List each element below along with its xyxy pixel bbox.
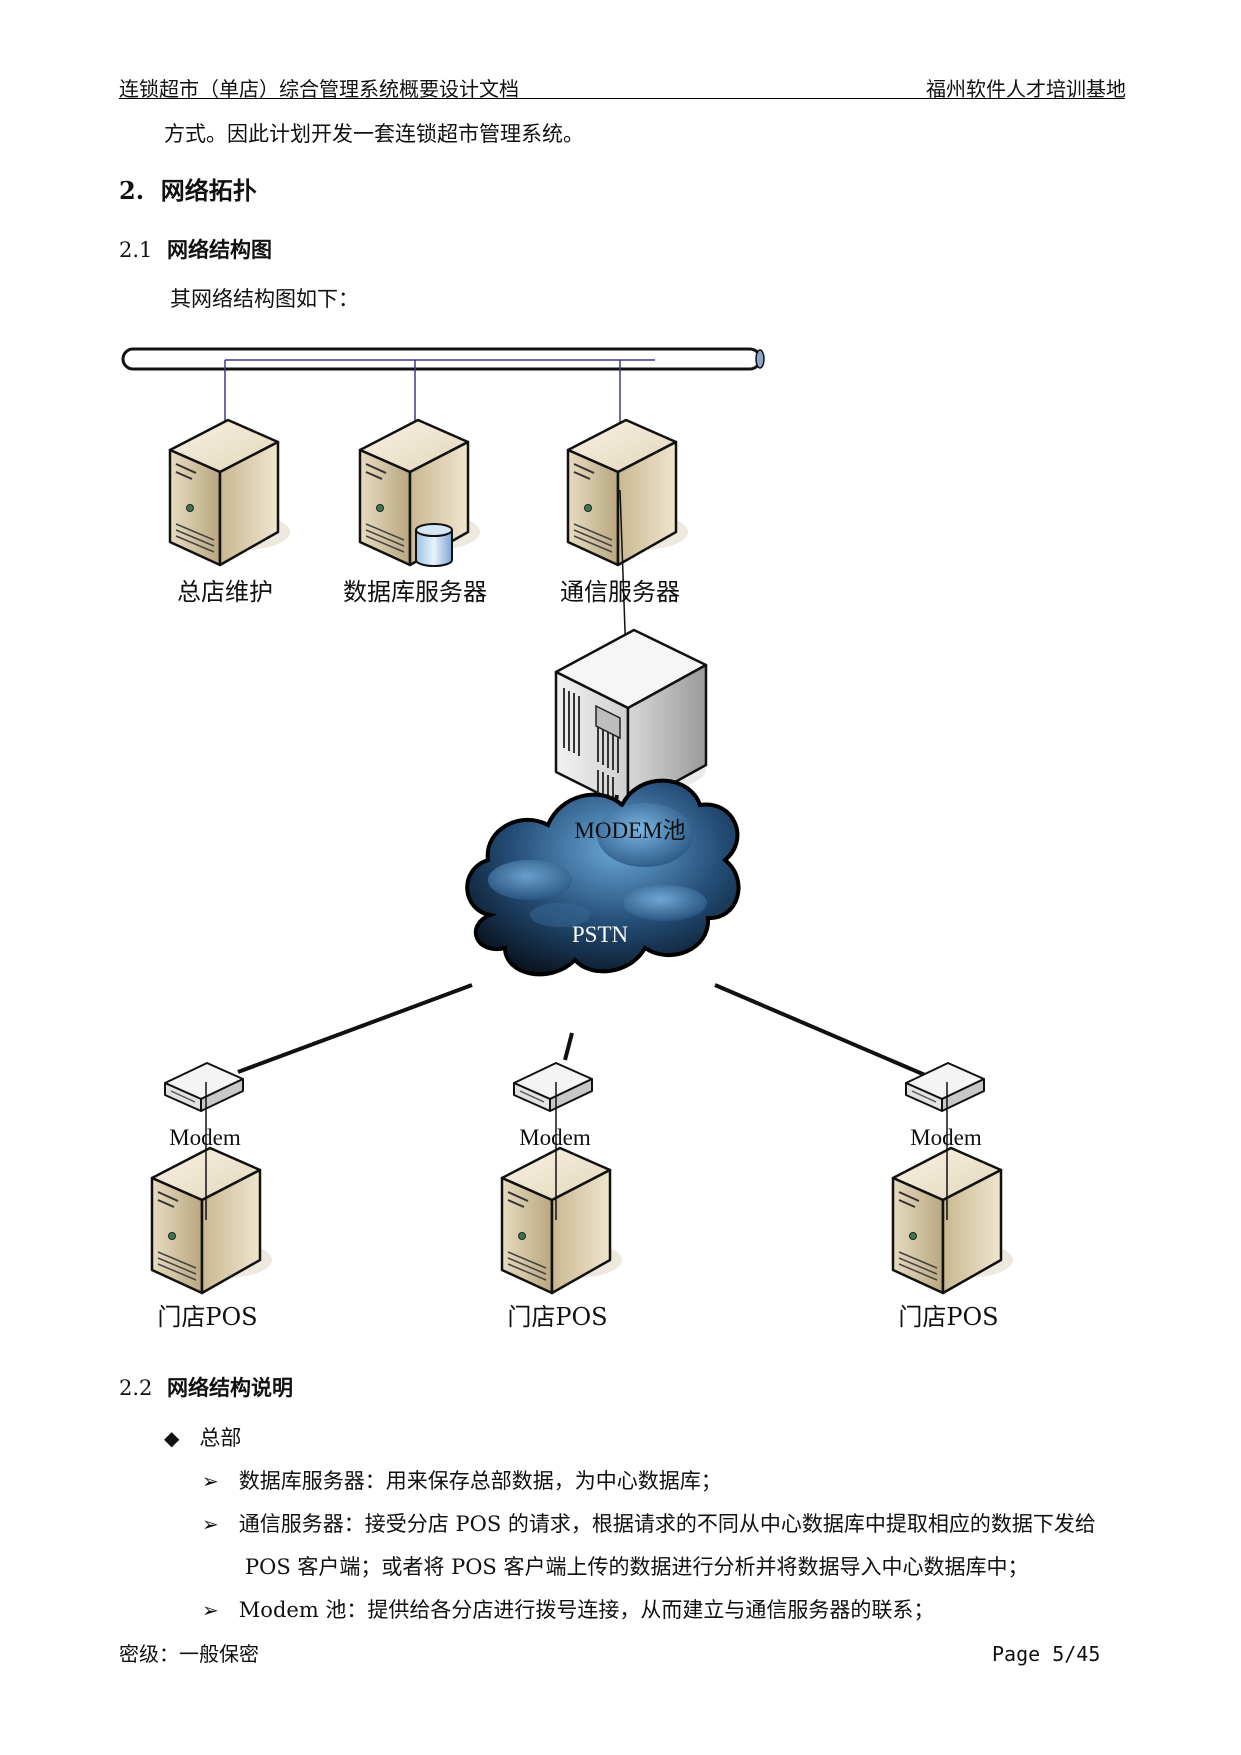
footer-page-number: Page 5/45: [992, 1642, 1101, 1666]
pstn-to-modem-2-link: [563, 1032, 574, 1061]
header-title: 连锁超市（单店）综合管理系统概要设计文档: [119, 77, 519, 101]
group-hq-label: 总部: [199, 1426, 242, 1450]
server-hq-maintenance: [168, 418, 292, 567]
list-item: ➢ 通信服务器：接受分店 POS 的请求，根据请求的不同从中心数据库中提取相应的…: [202, 1510, 1096, 1538]
arrow-bullet-icon: ➢: [202, 1512, 219, 1536]
pstn-label: PSTN: [571, 922, 629, 947]
store-server-1: [150, 1146, 274, 1295]
store-pos-label-2: 门店POS: [507, 1303, 608, 1331]
footer-classification: 密级：一般保密: [119, 1642, 259, 1666]
section-2-1-heading: 2.1 网络结构图: [119, 236, 272, 264]
intro-paragraph: 方式。因此计划开发一套连锁超市管理系统。: [164, 122, 584, 146]
header-rule: [119, 98, 1125, 99]
store-pos-label-1: 门店POS: [157, 1303, 258, 1331]
diamond-bullet-icon: ◆: [164, 1426, 180, 1450]
modem-2-icon: [513, 1062, 593, 1112]
section-2-heading: 2. 网络拓扑: [119, 176, 257, 206]
list-item-text: 通信服务器：接受分店 POS 的请求，根据请求的不同从中心数据库中提取相应的数据…: [238, 1512, 1096, 1536]
modem-label-2: Modem: [519, 1125, 591, 1150]
store-pos-label-3: 门店POS: [898, 1303, 999, 1331]
modem-label-3: Modem: [910, 1125, 982, 1150]
list-item-text: Modem 池：提供给各分店进行拨号连接，从而建立与通信服务器的联系；: [238, 1598, 935, 1622]
section-2-1-text: 其网络结构图如下：: [170, 287, 359, 311]
modem-pool-icon: [554, 628, 708, 810]
store-server-2: [500, 1146, 624, 1295]
database-icon: [415, 523, 453, 567]
server-label-hq: 总店维护: [177, 578, 273, 606]
list-item: ➢ 数据库服务器：用来保存总部数据，为中心数据库；: [202, 1467, 722, 1495]
header-organization: 福州软件人才培训基地: [926, 77, 1126, 101]
server-communication: [566, 418, 690, 567]
section-2-number: 2.: [119, 176, 145, 205]
pstn-cloud-icon: [465, 778, 741, 977]
store-server-3: [891, 1146, 1015, 1295]
modem-label-1: Modem: [169, 1125, 241, 1150]
pstn-to-modem-3-link: [714, 983, 926, 1077]
arrow-bullet-icon: ➢: [202, 1469, 219, 1493]
server-label-database: 数据库服务器: [343, 578, 487, 606]
arrow-bullet-icon: ➢: [202, 1598, 219, 1622]
network-diagram: [121, 347, 1015, 1295]
section-2-1-title: 网络结构图: [167, 237, 273, 262]
server-database: [358, 418, 482, 567]
section-2-title: 网络拓扑: [160, 176, 257, 205]
list-item: ➢ Modem 池：提供给各分店进行拨号连接，从而建立与通信服务器的联系；: [202, 1596, 934, 1624]
list-item-continuation: POS 客户端；或者将 POS 客户端上传的数据进行分析并将数据导入中心数据库中…: [245, 1555, 1029, 1579]
pstn-to-modem-1-link: [237, 983, 473, 1074]
network-bus: [121, 347, 765, 371]
section-2-2-title: 网络结构说明: [167, 1375, 294, 1400]
list-item-text: 数据库服务器：用来保存总部数据，为中心数据库；: [238, 1469, 722, 1493]
group-hq: ◆ 总部: [164, 1424, 241, 1452]
section-2-1-number: 2.1: [119, 238, 153, 262]
server-label-communication: 通信服务器: [560, 578, 680, 606]
section-2-2-number: 2.2: [119, 1376, 153, 1400]
modem-pool-label: MODEM池: [574, 818, 686, 843]
section-2-2-heading: 2.2 网络结构说明: [119, 1374, 293, 1402]
modem-1-icon: [164, 1062, 244, 1112]
